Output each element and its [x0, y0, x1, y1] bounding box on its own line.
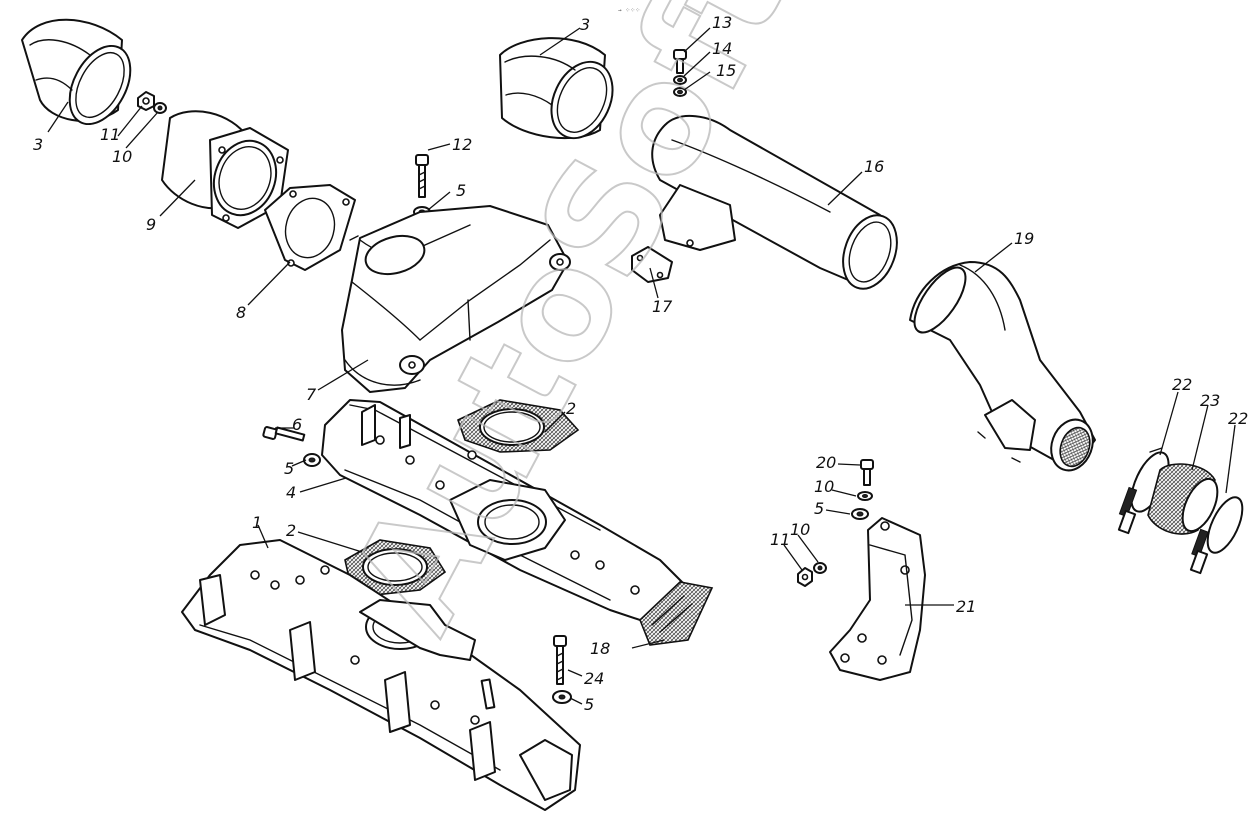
callout-5: 5	[456, 181, 466, 200]
callout-6: 6	[292, 415, 302, 434]
callout-18: 18	[590, 639, 610, 658]
part-9-flanged-pipe	[161, 110, 289, 229]
part-2-gasket-lower	[344, 539, 447, 596]
callout-16: 16	[864, 157, 884, 176]
part-7-intake-housing	[341, 205, 571, 393]
callout-8: 8	[236, 303, 246, 322]
callout-19: 19	[1014, 229, 1034, 248]
part-10-washer-c	[813, 562, 827, 574]
part-5-washer-c	[552, 690, 572, 704]
callout-numbers: 3 11 10 9 8 12 5 3 13 14 15 16 17 7 19 2…	[33, 13, 1248, 714]
callout-22: 22	[1172, 375, 1192, 394]
part-4-upper-manifold	[321, 399, 701, 626]
part-2-gasket-upper	[457, 399, 580, 453]
callout-15: 15	[716, 61, 736, 80]
callout-1: 1	[252, 513, 262, 532]
callout-17: 17	[652, 297, 673, 316]
part-5-washer-b	[303, 453, 321, 467]
part-18-gasket-strip	[639, 581, 714, 646]
callout-4: 4	[286, 483, 296, 502]
callout-12: 12	[452, 135, 472, 154]
part-16-pipe	[651, 114, 898, 290]
part-5-washer-d	[851, 508, 869, 520]
part-17-gasket	[631, 246, 673, 283]
callout-14: 14	[712, 39, 732, 58]
callout-9: 9	[146, 215, 156, 234]
part-1-lower-manifold	[181, 539, 581, 811]
callout-5: 5	[284, 459, 294, 478]
part-20-bolt	[860, 459, 874, 486]
part-11-nut-left	[137, 91, 155, 111]
callout-21: 21	[956, 597, 976, 616]
part-22-clamp-left	[1117, 447, 1170, 535]
callout-2: 2	[566, 399, 576, 418]
callout-3: 3	[580, 15, 590, 34]
part-10-washer-b	[857, 491, 873, 501]
part-3-sleeve-left	[21, 18, 132, 126]
top-mark: → ⁘⁘⁘	[618, 7, 640, 14]
leader-lines	[47, 27, 1236, 705]
callout-5: 5	[814, 499, 824, 518]
callout-7: 7	[306, 385, 317, 404]
part-23-hose-sleeve	[1147, 463, 1219, 535]
callout-13: 13	[712, 13, 732, 32]
part-10-washer-left	[153, 102, 167, 114]
part-12-bolt	[415, 154, 429, 198]
part-22-clamp-right	[1189, 496, 1244, 575]
callout-23: 23	[1200, 391, 1220, 410]
part-21-bracket	[829, 517, 926, 681]
callout-24: 24	[584, 669, 604, 688]
part-6-bolt	[262, 426, 306, 442]
part-8-gasket	[264, 184, 356, 271]
part-15-washer	[673, 87, 687, 97]
callout-22: 22	[1228, 409, 1248, 428]
part-3-sleeve-center	[499, 37, 614, 140]
part-14-washer	[673, 75, 687, 85]
callout-5: 5	[584, 695, 594, 714]
callout-11: 11	[770, 530, 790, 549]
part-11-nut-right	[797, 567, 813, 587]
callout-20: 20	[816, 453, 836, 472]
callout-11: 11	[100, 125, 120, 144]
part-19-elbow-pipe	[909, 261, 1096, 472]
callout-10: 10	[790, 520, 810, 539]
callout-2: 2	[286, 521, 296, 540]
callout-10: 10	[112, 147, 132, 166]
callout-3: 3	[33, 135, 43, 154]
callout-10: 10	[814, 477, 834, 496]
part-13-bolt	[673, 49, 687, 74]
part-24-bolt	[553, 635, 567, 685]
